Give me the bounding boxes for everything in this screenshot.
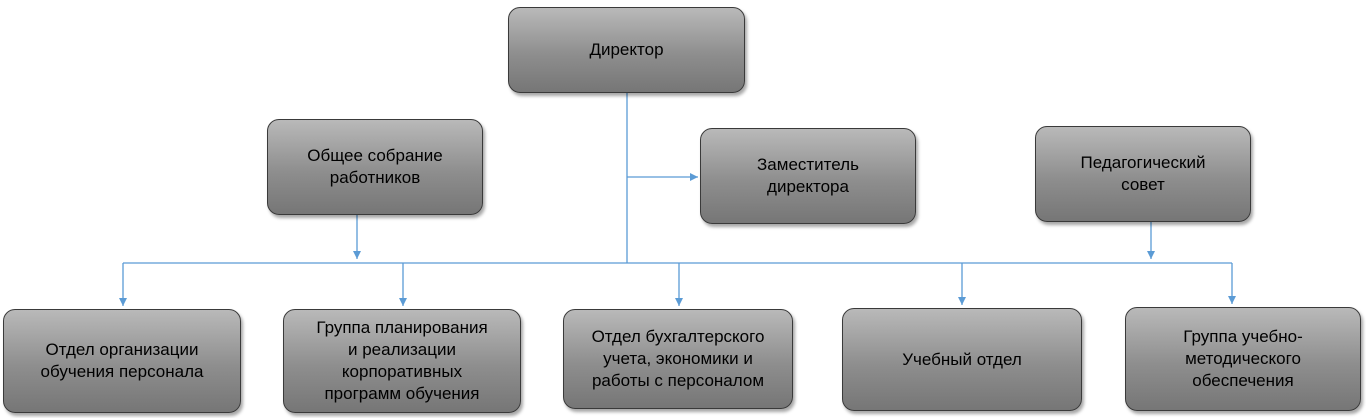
node-educational-department: Учебный отдел	[842, 308, 1082, 411]
node-training-department: Отдел организации обучения персонала	[3, 309, 241, 413]
node-planning-group: Группа планирования и реализации корпора…	[283, 309, 521, 413]
node-general-assembly: Общее собрание работников	[267, 119, 483, 215]
node-methodical-group: Группа учебно- методического обеспечения	[1125, 307, 1361, 411]
node-pedagogical-council: Педагогический совет	[1035, 126, 1251, 222]
node-accounting-department: Отдел бухгалтерского учета, экономики и …	[563, 309, 793, 409]
node-director: Директор	[508, 7, 745, 93]
node-deputy-director: Заместитель директора	[700, 128, 916, 224]
